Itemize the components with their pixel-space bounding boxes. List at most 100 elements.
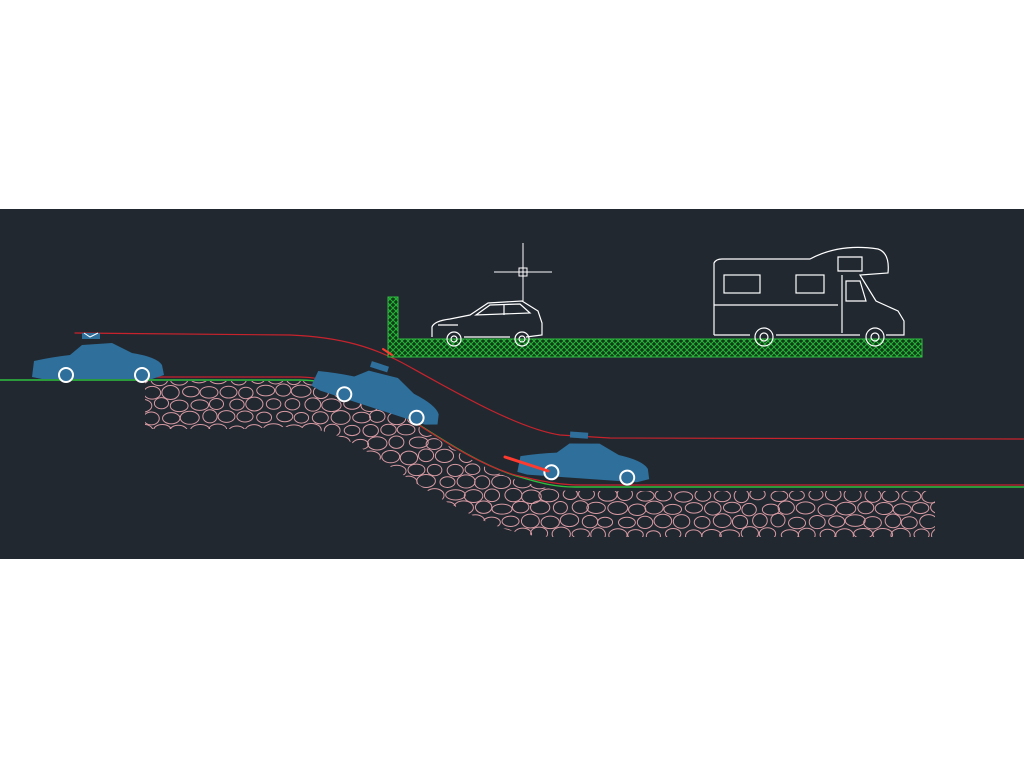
- cobblestone: [777, 381, 795, 386]
- cobblestone: [145, 526, 152, 537]
- cobblestone: [189, 381, 209, 384]
- cobblestone: [461, 412, 483, 424]
- cobblestone: [704, 501, 722, 516]
- cobblestone: [865, 410, 881, 424]
- cobblestone: [684, 502, 704, 514]
- cobblestone: [817, 503, 837, 517]
- cobblestone: [362, 424, 379, 438]
- cobblestone: [229, 398, 245, 411]
- cobblestone: [912, 476, 930, 491]
- cobblestone: [388, 488, 408, 501]
- cobblestone: [722, 381, 738, 385]
- cobblestone: [199, 462, 221, 476]
- cobblestone: [627, 529, 644, 537]
- cobblestone: [177, 460, 198, 476]
- cobblestone: [597, 516, 614, 528]
- cobblestone: [814, 476, 836, 488]
- cobblestone: [538, 384, 559, 397]
- cobblestone: [145, 423, 154, 437]
- cobblestone: [408, 436, 429, 449]
- cobblestone: [273, 515, 292, 529]
- cobblestone: [586, 501, 606, 514]
- cobblestone: [843, 462, 863, 478]
- cobblestone: [636, 515, 654, 529]
- cobblestone: [901, 461, 920, 475]
- cobblestone: [844, 514, 866, 527]
- cobblestone: [145, 463, 159, 476]
- cobblestone: [445, 489, 466, 501]
- cobblestone: [151, 476, 171, 489]
- cobblestone: [161, 385, 180, 400]
- cobblestone: [199, 386, 219, 399]
- cobblestone: [789, 411, 808, 425]
- cobblestone: [909, 398, 931, 410]
- cobblestone: [151, 450, 171, 462]
- cobblestone: [434, 448, 455, 464]
- cobblestone: [520, 385, 541, 401]
- cobblestone: [686, 451, 703, 464]
- cobblestone: [418, 502, 438, 514]
- cobblestone: [188, 527, 208, 537]
- cobblestone: [521, 489, 542, 505]
- cobblestone: [323, 423, 341, 438]
- cobblestone: [853, 449, 874, 463]
- cobblestone: [568, 381, 587, 387]
- cobblestone: [881, 409, 902, 424]
- cobblestone: [647, 423, 664, 436]
- cobblestone: [540, 515, 560, 530]
- cobblestone: [314, 436, 331, 451]
- cobblestone: [410, 489, 426, 502]
- cobblestone: [665, 396, 685, 410]
- cobblestone: [159, 436, 179, 451]
- cobblestone: [750, 462, 767, 475]
- cobblestone: [162, 412, 181, 425]
- cobblestone: [801, 449, 817, 461]
- cobblestone: [153, 424, 172, 436]
- cobblestone: [464, 463, 481, 476]
- cobblestone: [491, 503, 513, 515]
- cobblestone: [911, 502, 930, 515]
- cobblestone: [445, 384, 464, 397]
- cobblestone: [386, 464, 407, 478]
- cobblestone: [372, 512, 390, 528]
- cobblestone: [770, 490, 789, 502]
- cobblestone: [819, 528, 836, 537]
- cobblestone: [836, 421, 855, 437]
- cobblestone: [501, 385, 521, 399]
- cobblestone: [691, 384, 710, 397]
- cobblestone: [227, 425, 246, 439]
- cobblestone: [179, 410, 200, 425]
- cobblestone: [881, 463, 902, 478]
- cobblestone: [664, 449, 681, 462]
- cobblestone: [369, 489, 387, 504]
- cobblestone: [571, 528, 590, 537]
- cobblestone: [266, 528, 283, 537]
- cobblestone: [265, 398, 282, 410]
- cobblestone: [654, 489, 672, 502]
- cobblestone: [919, 514, 935, 530]
- cobblestone: [685, 381, 704, 385]
- cobblestone: [633, 384, 655, 398]
- cobblestone: [150, 503, 171, 515]
- cobblestone: [145, 475, 150, 488]
- cobblestone: [864, 488, 882, 503]
- cobblestone: [597, 487, 618, 502]
- cobblestone: [930, 449, 935, 465]
- cobblestone: [815, 381, 835, 385]
- cobblestone: [158, 514, 179, 528]
- cobblestone: [467, 383, 484, 398]
- cobblestone: [581, 514, 599, 529]
- cobblestone: [456, 474, 476, 489]
- cobblestone: [182, 386, 200, 398]
- cobblestone: [578, 384, 596, 397]
- cobblestone: [243, 475, 265, 488]
- cobblestone: [339, 502, 361, 515]
- cobblestone: [530, 526, 549, 537]
- cobblestone: [244, 424, 264, 439]
- cobblestone: [617, 516, 636, 529]
- cad-drawing-canvas[interactable]: [0, 209, 1024, 559]
- cad-drawing-viewport[interactable]: [0, 209, 1024, 559]
- cobblestone: [674, 491, 694, 503]
- cobblestone: [322, 475, 341, 488]
- cobblestone: [733, 488, 750, 504]
